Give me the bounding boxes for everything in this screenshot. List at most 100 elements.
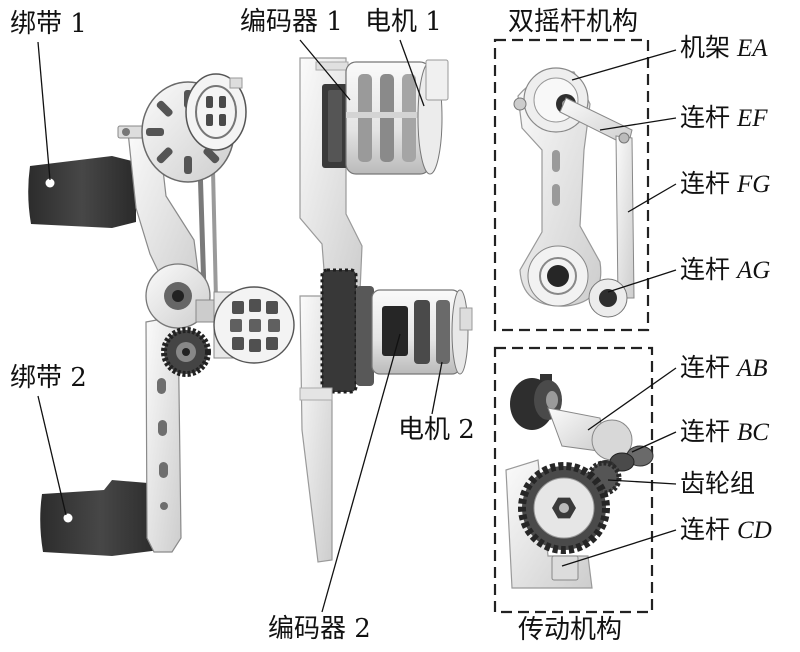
spoke-window [156,147,173,164]
plate-slot [552,150,560,172]
label-gear-set: 齿轮组 [680,469,756,498]
leader-strap-2 [37,395,67,516]
label-link-ab-symbol: AB [737,355,768,382]
transmission-rod [211,169,218,301]
label-link-fg-text: 连杆 [680,169,731,198]
big-gear-axle [559,503,569,513]
cage-window [232,301,244,314]
spoke-window [203,147,220,164]
transmission-mechanism [493,346,654,614]
label-motor-2: 电机 2 [398,415,475,445]
motor-1-cap-window [219,96,226,108]
strap-1-marker [45,178,55,188]
strap-2 [40,480,160,556]
leader-lines [37,39,677,613]
leader-motor-1 [399,39,425,107]
leader-frame-ea [571,49,677,81]
knee-gear-axle [182,348,190,356]
transmission-dashed-box [493,346,654,614]
leader-link-ab [587,367,677,431]
motor-1-front [141,73,247,183]
label-strap-2: 绑带 2 [10,363,87,393]
motor-1-mount-block [425,59,449,101]
leader-encoder-1 [299,39,351,101]
cage-window [249,319,261,332]
upper-motor-shaft [546,391,558,409]
cage-window [249,299,261,312]
spoke-window [156,100,173,117]
gear-stack-secondary [356,286,374,386]
joint-f-pin [618,132,630,144]
cage-window [268,319,280,332]
double-rocker-dashed-box [493,38,650,332]
label-link-ag-text: 连杆 [680,255,731,284]
leader-link-ag [607,269,677,293]
cage-window [266,301,278,314]
motor-2-end-cap [451,289,469,375]
strap-2-marker [63,513,73,523]
cage-window [266,337,278,350]
label-link-cd-symbol: CD [737,517,772,544]
encoder-1-disc [328,90,342,162]
label-link-bc-text: 连杆 [680,417,731,446]
label-link-ef-text: 连杆 [680,103,731,132]
label-encoder-1: 编码器 1 [240,7,343,37]
spoke-window [146,128,164,136]
leader-link-ef [599,117,677,131]
cage-window [230,319,242,332]
label-link-ag-symbol: AG [737,257,771,284]
encoder-1 [322,84,348,168]
leader-motor-2 [431,361,443,415]
front-view-assembly [28,73,295,556]
link-ag-bore [547,265,569,287]
label-link-cd-text: 连杆 [680,515,731,544]
link-cd-part [551,555,579,581]
leader-encoder-2 [321,333,401,613]
motor-1-top-plate [229,77,243,89]
label-strap-1: 绑带 1 [10,9,87,39]
housing-window [436,300,450,364]
motor-1-cap-window [219,114,226,126]
side-view-assembly [299,57,473,563]
leader-link-bc [631,431,677,453]
label-motor-1: 电机 1 [365,7,442,37]
motor-2-front [195,286,295,364]
lower-bracket [299,387,333,401]
link-fg-part [615,135,635,299]
link-ag-ring [539,257,577,295]
transmission-rod [197,164,207,293]
leader-link-cd [561,529,677,567]
gear-stack-primary [320,268,358,394]
plate-slot [552,184,560,206]
motor-2-side [299,268,473,401]
joint-g-bore [599,289,617,307]
label-link-ab-text: 连杆 [680,353,731,382]
motor-1-cap-window [206,96,213,108]
leader-link-fg [627,183,677,213]
label-link-bc-symbol: BC [737,419,769,446]
bar-slot [159,462,168,478]
label-transmission-title: 传动机构 [518,615,623,645]
bar-slot [158,420,167,436]
double-rocker-mechanism [493,38,650,332]
leader-gear-set [607,479,677,485]
top-crossbar [315,61,349,71]
top-bracket-bolt [122,128,130,136]
label-link-ef-symbol: EF [737,105,768,132]
leader-strap-1 [37,41,51,181]
strap-1 [28,156,136,228]
encoder-2-body [382,306,408,356]
label-double-rocker-title: 双摇杆机构 [508,7,639,37]
frame-side-hub [513,97,527,111]
cage-window [249,339,261,352]
spoke-window [184,156,192,174]
